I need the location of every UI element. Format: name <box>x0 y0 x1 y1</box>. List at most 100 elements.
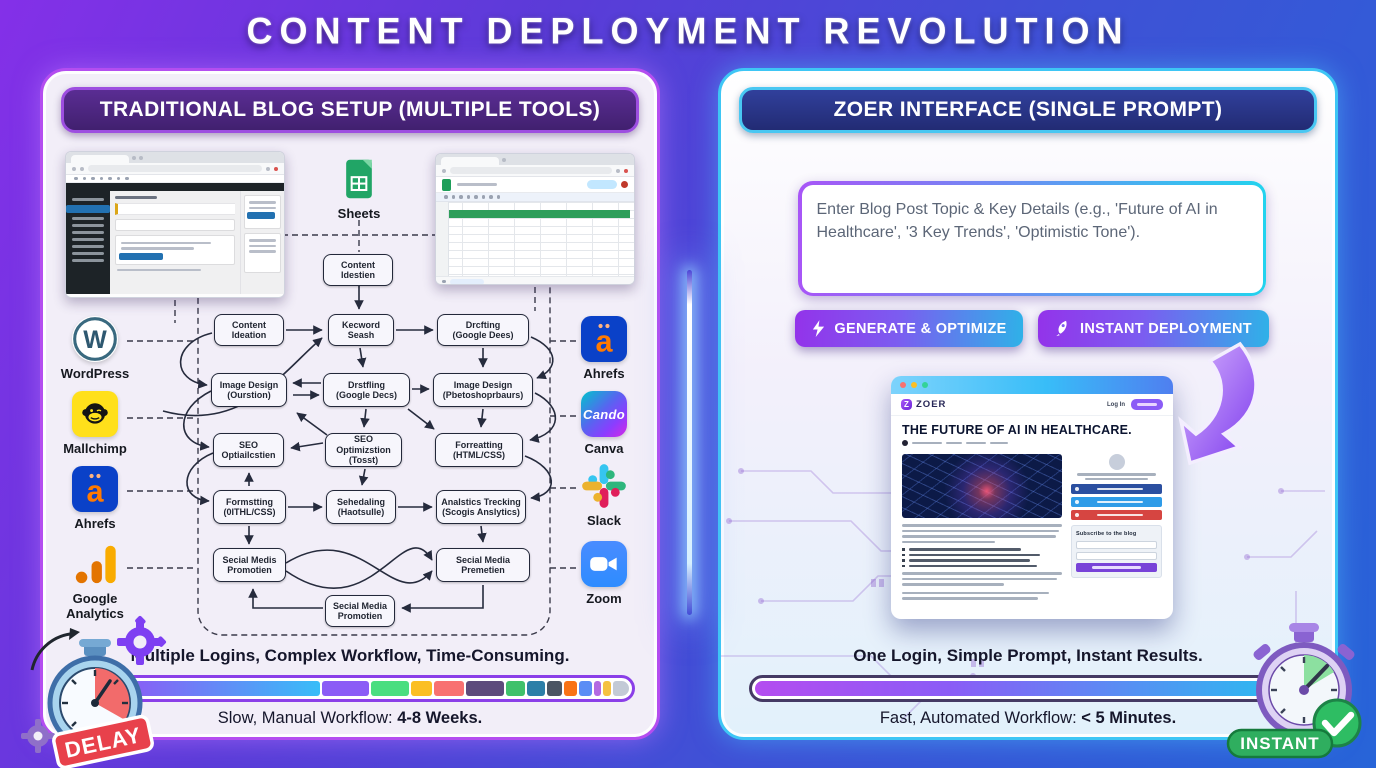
sidebar-avatar <box>1108 454 1125 470</box>
subscribe-card: Subscribe to the blog <box>1071 525 1162 578</box>
traditional-caption: Slow, Manual Workflow: 4-8 Weeks. <box>217 709 483 727</box>
flowchart-arrows <box>127 220 579 636</box>
article-body <box>902 454 1062 603</box>
article-meta <box>891 440 1173 450</box>
flow-node: Formstting (0ITHL/CSS) <box>213 490 286 524</box>
email-field <box>1076 552 1157 560</box>
prompt-text[interactable]: Enter Blog Post Topic & Key Details (e.g… <box>801 184 1263 293</box>
mockup-navbar: Z ZOER Log In <box>891 394 1173 416</box>
prompt-input[interactable]: Enter Blog Post Topic & Key Details (e.g… <box>798 181 1266 296</box>
flow-node: Content Ideation <box>214 314 284 346</box>
share-facebook-button <box>1071 484 1162 494</box>
traditional-panel: TRADITIONAL BLOG SETUP (MULTIPLE TOOLS) <box>40 68 660 740</box>
article-bullets <box>902 548 1062 567</box>
minimize-icon <box>911 382 917 388</box>
bar-segment <box>527 681 546 696</box>
flow-node: Forreatting (HTML/CSS) <box>435 433 523 467</box>
article-hero-image <box>902 454 1062 518</box>
bar-segment <box>578 681 592 696</box>
generate-optimize-button[interactable]: GENERATE & OPTIMIZE <box>795 310 1023 347</box>
flow-node: Image Design (Pbetoshoprbaurs) <box>433 373 533 407</box>
google-analytics-icon <box>72 541 118 587</box>
instant-badge: INSTANT <box>1240 734 1319 753</box>
tool-mailchimp: Mallchimp <box>43 391 147 456</box>
tool-slack: Slack <box>552 463 656 528</box>
bar-segment <box>410 681 433 696</box>
mockup-titlebar <box>891 376 1173 394</box>
article-headline: THE FUTURE OF AI IN HEALTHCARE. <box>902 423 1132 437</box>
neon-divider <box>687 270 692 615</box>
share-twitter-button <box>1071 497 1162 507</box>
bar-segment <box>127 681 320 696</box>
bar-segment <box>322 681 369 696</box>
close-icon <box>900 382 906 388</box>
sheets-icon <box>336 156 382 202</box>
spreadsheet-screenshot <box>435 153 635 285</box>
bar-segment <box>593 681 602 696</box>
share-google-button <box>1071 510 1162 520</box>
subscribe-button <box>1076 563 1157 572</box>
maximize-icon <box>922 382 928 388</box>
zoer-logo-icon: Z <box>901 399 912 410</box>
author-avatar <box>902 440 908 446</box>
flow-node: SEO Optiailcstien <box>213 433 284 467</box>
traditional-progress-bar <box>121 675 635 702</box>
tool-ahrefs-right: a Ahrefs <box>552 316 656 381</box>
flow-node: Analstics Trecking (Scogis Anslytics) <box>436 490 526 524</box>
svg-text:a: a <box>86 474 104 508</box>
zoer-summary: One Login, Simple Prompt, Instant Result… <box>853 646 1203 665</box>
flow-node: Kecword Seash <box>328 314 394 346</box>
traditional-summary: Multiple Logins, Complex Workflow, Time-… <box>130 646 570 665</box>
tool-wordpress: W WordPress <box>43 316 147 381</box>
subscribe-heading: Subscribe to the blog <box>1076 531 1137 537</box>
name-field <box>1076 541 1157 549</box>
bar-segment <box>370 681 409 696</box>
tool-canva: Cando Canva <box>552 391 656 456</box>
flow-node: Secial Medis Promotien <box>213 548 286 582</box>
flow-node: Drstfling (Google Decs) <box>323 373 410 407</box>
zoer-panel: ZOER INTERFACE (SINGLE PROMPT) Enter Blo… <box>718 68 1338 740</box>
tool-ahrefs-left: a Ahrefs <box>43 466 147 531</box>
ahrefs-icon: a <box>72 466 118 512</box>
traditional-panel-header: TRADITIONAL BLOG SETUP (MULTIPLE TOOLS) <box>61 87 639 133</box>
bar-segment <box>603 681 611 696</box>
bar-segment <box>612 681 629 696</box>
bar-segment <box>465 681 504 696</box>
instant-deployment-button[interactable]: INSTANT DEPLOYMENT <box>1038 310 1269 347</box>
rocket-icon <box>1056 320 1067 337</box>
article-sidebar: Subscribe to the blog <box>1071 454 1162 603</box>
flow-node-top: Content Idestien <box>323 254 393 286</box>
svg-text:W: W <box>83 326 107 354</box>
wordpress-icon: W <box>72 316 118 362</box>
flow-node: Secial Media Promotien <box>325 595 395 627</box>
login-link: Log In <box>1107 401 1125 408</box>
ahrefs-icon: a <box>581 316 627 362</box>
slack-icon <box>581 463 627 509</box>
flow-node: Secial Media Premetien <box>436 548 530 582</box>
delay-stopwatch: DELAY <box>21 615 167 768</box>
bar-segment <box>547 681 562 696</box>
bar-segment <box>505 681 526 696</box>
lightning-icon <box>813 320 825 337</box>
page-title: CONTENT DEPLOYMENT REVOLUTION <box>246 9 1130 52</box>
tool-google-analytics: Google Analytics <box>43 541 147 621</box>
zoer-brand: ZOER <box>916 399 947 410</box>
zoer-website-mockup: Z ZOER Log In THE FUTURE OF AI IN HEALTH… <box>891 376 1173 619</box>
zoom-icon <box>581 541 627 587</box>
bar-segment <box>755 681 1309 696</box>
canva-icon: Cando <box>581 391 627 437</box>
zoer-caption: Fast, Automated Workflow: < 5 Minutes. <box>879 709 1177 727</box>
zoer-panel-header: ZOER INTERFACE (SINGLE PROMPT) <box>739 87 1317 133</box>
tool-sheets: Sheets <box>307 156 411 221</box>
flow-node: Drcfting (Google Dees) <box>437 314 529 346</box>
signup-button <box>1131 399 1163 410</box>
instant-stopwatch: INSTANT <box>1226 623 1362 759</box>
mailchimp-icon <box>72 391 118 437</box>
flow-node: SEO Optimizstion (Tosst) <box>325 433 402 467</box>
bar-segment <box>563 681 577 696</box>
flow-node: Image Design (Ourstion) <box>211 373 287 407</box>
tool-zoom: Zoom <box>552 541 656 606</box>
flow-node: Sehedaling (Haotsulle) <box>326 490 396 524</box>
pointer-arrow <box>1178 341 1258 466</box>
